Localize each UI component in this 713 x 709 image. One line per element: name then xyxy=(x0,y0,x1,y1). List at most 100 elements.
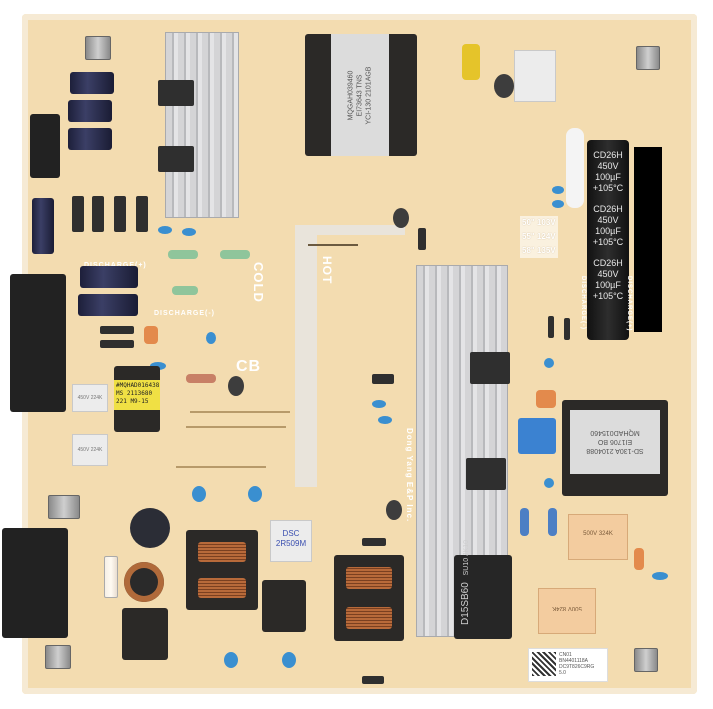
label-line: 221 M9-15 xyxy=(116,398,149,405)
y-capacitor xyxy=(248,486,262,502)
transistor xyxy=(466,458,506,490)
sticker-line: 5.0 xyxy=(559,670,566,676)
jumper-wire xyxy=(308,244,358,246)
sticker-text: CN01 BN4401118A DC9T826C9RG 5.0 xyxy=(559,652,594,676)
y-capacitor xyxy=(192,486,206,502)
resistor xyxy=(220,250,250,259)
diode xyxy=(136,196,148,232)
blue-capacitor xyxy=(518,418,556,454)
choke-winding xyxy=(198,578,246,598)
cap-block: CD26H 450V 100µF +105°C xyxy=(587,204,629,248)
y-capacitor xyxy=(378,416,392,424)
voltage-option: 50" 103V xyxy=(520,216,558,230)
transformer-line3: YCI-130 2101AGB xyxy=(365,66,373,124)
discharge-label: DISCHARGE(+) xyxy=(84,262,147,269)
small-capacitor xyxy=(386,500,402,520)
diode xyxy=(564,318,570,340)
main-transformer-label: MQGAH039460 EI73643 TNS YCI-130 2101AGB xyxy=(331,34,389,156)
bridge-rectifier-label: D15SB60 SU10 JK10 xyxy=(460,540,471,625)
cap-capacitance: 100µF xyxy=(595,280,621,290)
cap-temp: +105°C xyxy=(592,237,624,247)
electrolytic-capacitor xyxy=(70,72,114,94)
resistor xyxy=(548,508,557,536)
electrolytic-capacitor xyxy=(78,294,138,316)
cap-holder xyxy=(566,128,584,208)
discharge-label: DISCHARGE(-) xyxy=(154,310,215,317)
cap-temp: +105°C xyxy=(592,291,624,301)
main-transformer: MQGAH039460 EI73643 TNS YCI-130 2101AGB xyxy=(305,34,417,156)
electrolytic-capacitor xyxy=(68,100,112,122)
diode xyxy=(114,196,126,232)
label-line: #MQHAD016438 xyxy=(116,382,160,389)
diode xyxy=(548,316,554,338)
isolation-gap xyxy=(295,232,317,487)
choke-winding xyxy=(198,542,246,562)
cap-voltage: 450V xyxy=(597,269,619,279)
diode xyxy=(362,676,384,684)
y-capacitor xyxy=(552,186,564,194)
varistor xyxy=(130,508,170,548)
voltage-option: 55" 124V xyxy=(520,230,558,244)
electrolytic-capacitor xyxy=(80,266,138,288)
sticker-line: CN01 xyxy=(559,652,572,658)
box-cap-label: 450V 224K xyxy=(77,395,103,401)
film-capacitor: 500V 324K xyxy=(568,514,628,560)
ceramic-capacitor xyxy=(634,548,644,570)
resistor xyxy=(172,286,198,295)
ceramic-capacitor xyxy=(536,390,556,408)
cap-series: CD26H xyxy=(593,258,623,268)
standby-transformer: #MQHAD016438 MS 2113680 221 M9-15 xyxy=(114,366,160,432)
box-cap-label: 450V 224K xyxy=(77,447,103,453)
transistor xyxy=(158,80,194,106)
ceramic-resistor-line: 2R509M xyxy=(275,539,307,548)
cb-label: CB xyxy=(236,358,262,375)
cap-temp: +105°C xyxy=(592,183,624,193)
discharge-label: DISCHARGE(+) xyxy=(626,276,632,332)
cap-block: CD26H 450V 100µF +105°C xyxy=(587,150,629,194)
label-line: SD-130A 2104088 xyxy=(586,447,644,455)
connector-top-left xyxy=(30,114,60,178)
connector-main-output xyxy=(10,274,66,412)
y-capacitor xyxy=(206,332,216,344)
diode xyxy=(100,326,134,334)
rectifier-code: SU10 JK10 xyxy=(463,539,470,576)
ceramic-resistor-line: DSC xyxy=(282,529,300,538)
qr-code xyxy=(532,652,556,676)
small-capacitor xyxy=(228,376,244,396)
pfc-transformer-label: SD-130A 2104088 EI1706 BO MQHAD015460 xyxy=(570,410,660,474)
inductor xyxy=(122,608,168,660)
bulk-capacitor: CD26H 450V 100µF +105°C CD26H 450V 100µF… xyxy=(587,140,629,340)
yellow-capacitor xyxy=(462,44,480,80)
manufacturer-label: Dong Yang E&P Inc. xyxy=(405,428,414,523)
y-capacitor xyxy=(372,400,386,408)
y-capacitor xyxy=(182,228,196,236)
common-mode-choke xyxy=(186,530,258,610)
diode xyxy=(372,374,394,384)
heatsink-top-left xyxy=(165,32,239,218)
y-capacitor xyxy=(282,652,296,668)
connector-ac-input xyxy=(2,528,68,638)
sticker-line: BN4401118A xyxy=(559,658,589,664)
film-capacitor: 500V 824K xyxy=(538,588,596,634)
small-capacitor xyxy=(393,208,409,228)
jumper-wire xyxy=(176,466,266,468)
diode xyxy=(100,340,134,348)
y-capacitor xyxy=(544,358,554,368)
cap-series: CD26H xyxy=(593,150,623,160)
cap-voltage: 450V xyxy=(597,215,619,225)
resistor xyxy=(520,508,529,536)
clip-top-left xyxy=(85,36,111,60)
y-capacitor xyxy=(544,478,554,488)
inductor xyxy=(262,580,306,632)
clip-top-right xyxy=(636,46,660,70)
y-capacitor xyxy=(652,572,668,580)
toroid-inductor xyxy=(124,562,164,602)
standby-transformer-label: #MQHAD016438 MS 2113680 221 M9-15 xyxy=(114,380,160,410)
diode xyxy=(362,538,386,546)
box-capacitor: 450V 224K xyxy=(72,434,108,466)
white-box-component xyxy=(514,50,556,102)
board-cutout-right xyxy=(634,147,662,332)
electrolytic-capacitor xyxy=(68,128,112,150)
voltage-option: 58" 135V xyxy=(520,244,558,258)
ceramic-capacitor xyxy=(144,326,158,344)
